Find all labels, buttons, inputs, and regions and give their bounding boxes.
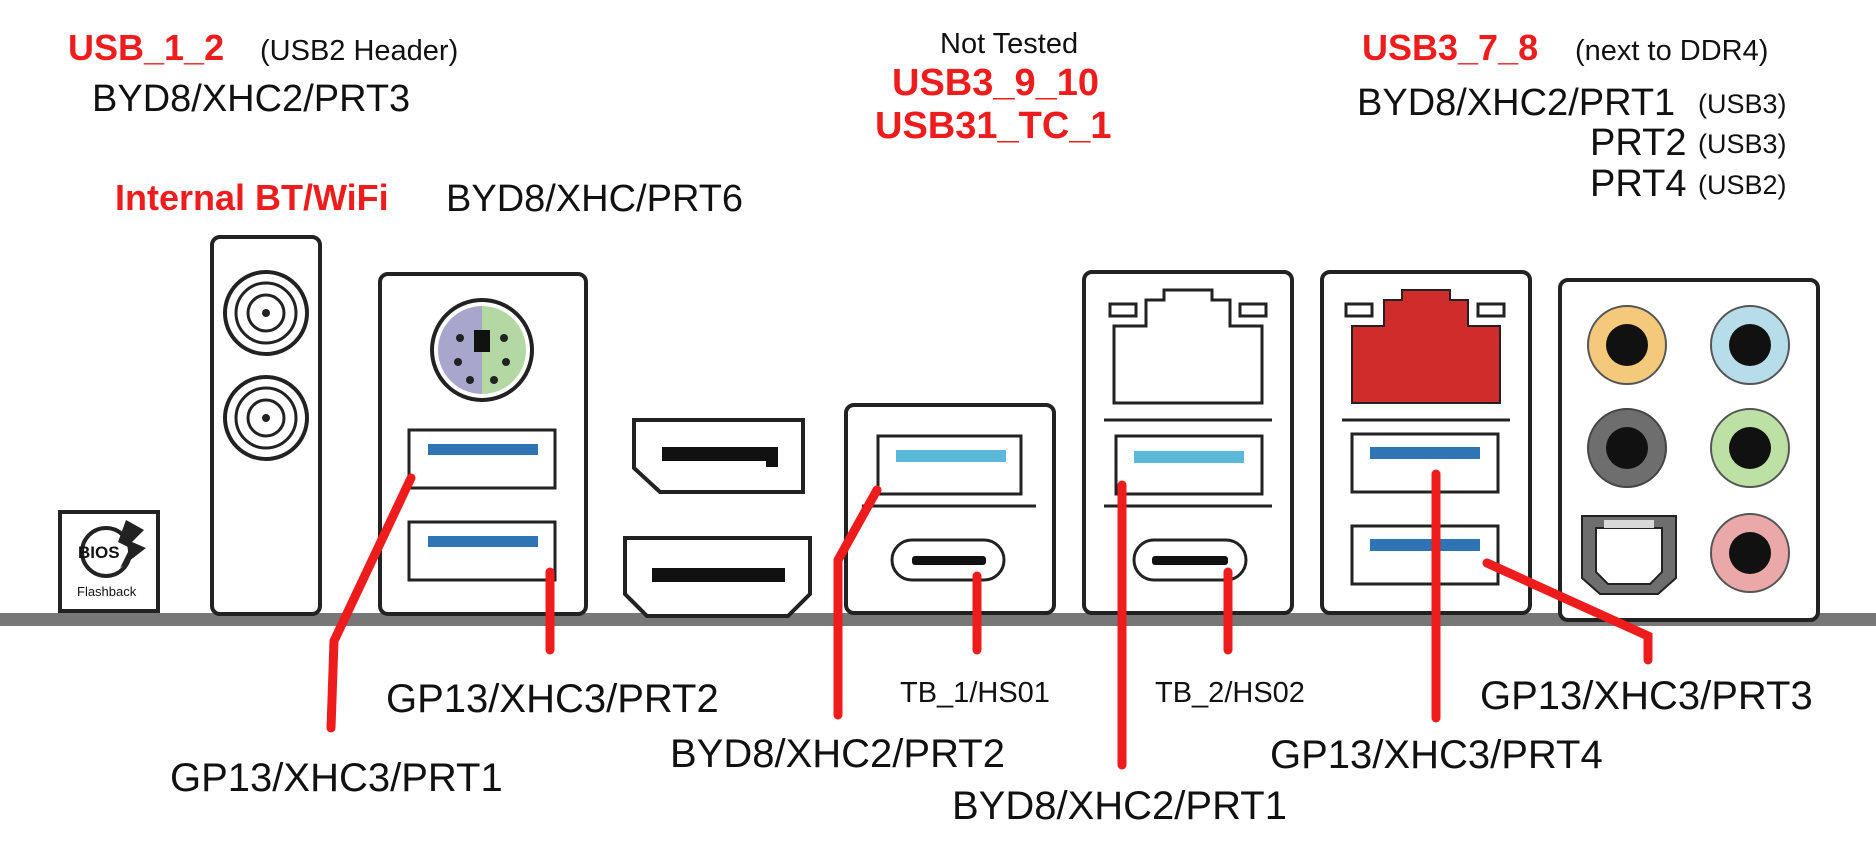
audio-jack-icon[interactable] [1710, 513, 1790, 593]
audio-jack-icon[interactable] [1710, 408, 1790, 488]
usb-a-port-icon[interactable] [407, 428, 557, 490]
usb3-7-8-row3-type: (USB2) [1698, 170, 1787, 200]
board-edge [0, 613, 1876, 626]
audio-jack-icon[interactable] [1710, 305, 1790, 385]
port-label-tb1: TB_1/HS01 [900, 677, 1050, 709]
optical-spdif-icon[interactable] [1581, 515, 1677, 595]
usb3-7-8-row3-path: PRT4 [1590, 163, 1687, 205]
hdmi-port-icon[interactable] [623, 536, 812, 618]
port-label-p2: GP13/XHC3/PRT2 [386, 677, 719, 721]
ps2-port-icon [430, 298, 534, 402]
usb-a-port-icon[interactable] [1114, 434, 1264, 496]
wifi-antenna-module [210, 235, 322, 616]
antenna-connector-icon [223, 375, 309, 461]
port-label-p3: BYD8/XHC2/PRT2 [670, 732, 1005, 776]
usb3-7-8-row2-type: (USB3) [1698, 129, 1787, 159]
usb-a-port-icon[interactable] [876, 434, 1023, 496]
port-label-p1: GP13/XHC3/PRT1 [170, 756, 503, 800]
port-label-p6: GP13/XHC3/PRT3 [1480, 674, 1813, 718]
usb3-7-8-row1-path: BYD8/XHC2/PRT1 [1357, 82, 1676, 124]
audio-jack-icon[interactable] [1587, 305, 1667, 385]
usb31-block-1 [844, 403, 1056, 615]
lan-usb-block-1 [1082, 270, 1294, 615]
bios-label: BIOS [78, 543, 120, 562]
usb3-9-10-status: Not Tested [940, 28, 1079, 60]
usb-1-2-header-note: (USB2 Header) [260, 35, 459, 67]
usb-c-port-icon[interactable] [1132, 538, 1248, 582]
displayport-icon[interactable] [632, 418, 805, 494]
audio-jack-icon[interactable] [1587, 408, 1667, 488]
leader-line-p1 [326, 473, 416, 733]
usb-1-2-header-path: BYD8/XHC2/PRT3 [92, 78, 411, 120]
bios-flashback-label: Flashback [77, 584, 137, 599]
usb-a-port-icon[interactable] [407, 520, 557, 582]
usb-a-port-icon[interactable] [1350, 524, 1500, 586]
bios-flashback-button[interactable] [58, 510, 160, 613]
leader-line-p3 [833, 485, 882, 720]
internal-bt-path: BYD8/XHC/PRT6 [446, 178, 744, 220]
usb31-tc-1-name: USB31_TC_1 [875, 105, 1112, 147]
lan-usb-block-2 [1320, 270, 1532, 615]
ethernet-port-icon[interactable] [1108, 288, 1268, 405]
usb-c-port-icon[interactable] [890, 538, 1006, 582]
internal-bt-name: Internal BT/WiFi [115, 177, 389, 218]
usb-a-port-icon[interactable] [1350, 432, 1500, 494]
antenna-connector-icon [223, 270, 309, 356]
leader-line-p6 [1482, 558, 1653, 665]
usb-1-2-header-name: USB_1_2 [68, 27, 225, 68]
usb3-7-8-note: (next to DDR4) [1575, 35, 1769, 67]
ps2-usb-block [378, 272, 588, 616]
usb3-7-8-row1-type: (USB3) [1698, 89, 1787, 119]
port-label-p5: GP13/XHC3/PRT4 [1270, 733, 1603, 777]
leader-lines [326, 469, 1653, 770]
port-label-tb2: TB_2/HS02 [1155, 677, 1305, 709]
usb3-7-8-name: USB3_7_8 [1362, 27, 1539, 68]
audio-block [1558, 278, 1820, 622]
ethernet-port-icon[interactable] [1344, 289, 1506, 404]
port-label-p4: BYD8/XHC2/PRT1 [952, 784, 1287, 828]
usb3-7-8-row2-path: PRT2 [1590, 122, 1687, 164]
usb3-9-10-name: USB3_9_10 [892, 62, 1100, 104]
